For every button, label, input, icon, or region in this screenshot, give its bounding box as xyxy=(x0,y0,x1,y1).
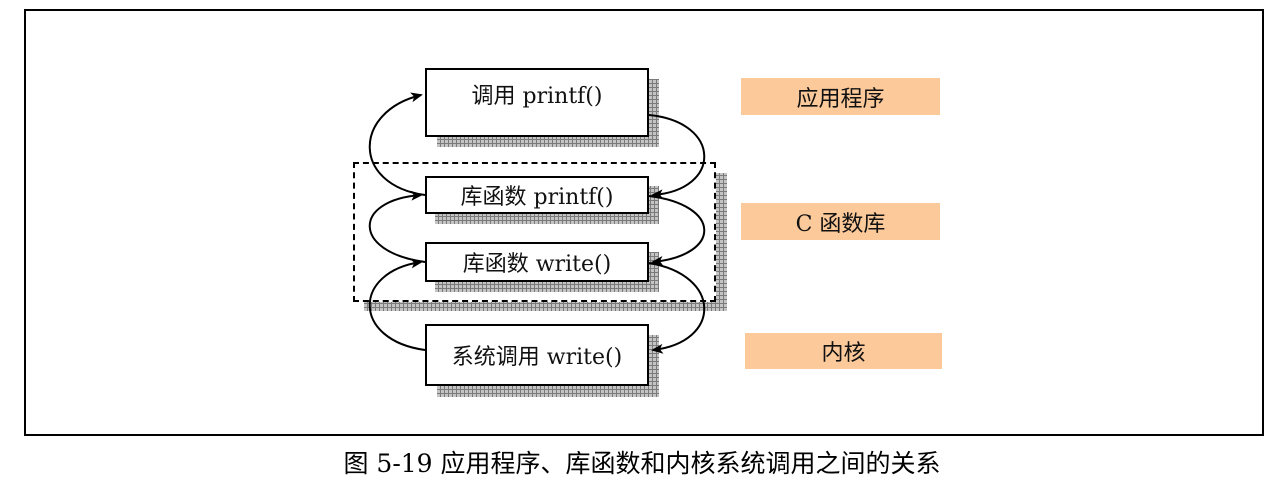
sys-write-label: 系统调用 write() xyxy=(451,345,623,370)
c-library-layer-label: C 函数库 xyxy=(741,203,940,240)
figure-caption: 图 5-19 应用程序、库函数和内核系统调用之间的关系 xyxy=(343,449,941,478)
arrow-sys-write-return xyxy=(368,258,426,351)
arrow-lib-printf-to-lib-write xyxy=(648,195,706,266)
arrow-lib-write-to-sys-write xyxy=(648,262,706,354)
call-printf-label: 调用 printf() xyxy=(471,84,603,109)
arrow-lib-write-return xyxy=(368,190,426,263)
lib-write-label: 库函数 write() xyxy=(462,252,612,277)
lib-printf-box: 库函数 printf() xyxy=(425,176,649,214)
application-layer-label: 应用程序 xyxy=(741,78,940,115)
lib-write-box: 库函数 write() xyxy=(425,242,649,282)
call-printf-box: 调用 printf() xyxy=(425,68,649,137)
figure-frame xyxy=(24,9,1264,436)
sys-write-box: 系统调用 write() xyxy=(425,324,649,386)
arrow-lib-printf-return xyxy=(368,92,426,196)
lib-printf-label: 库函数 printf() xyxy=(460,185,614,210)
kernel-layer-label: 内核 xyxy=(745,333,942,369)
arrow-call-to-lib-printf xyxy=(648,114,706,200)
